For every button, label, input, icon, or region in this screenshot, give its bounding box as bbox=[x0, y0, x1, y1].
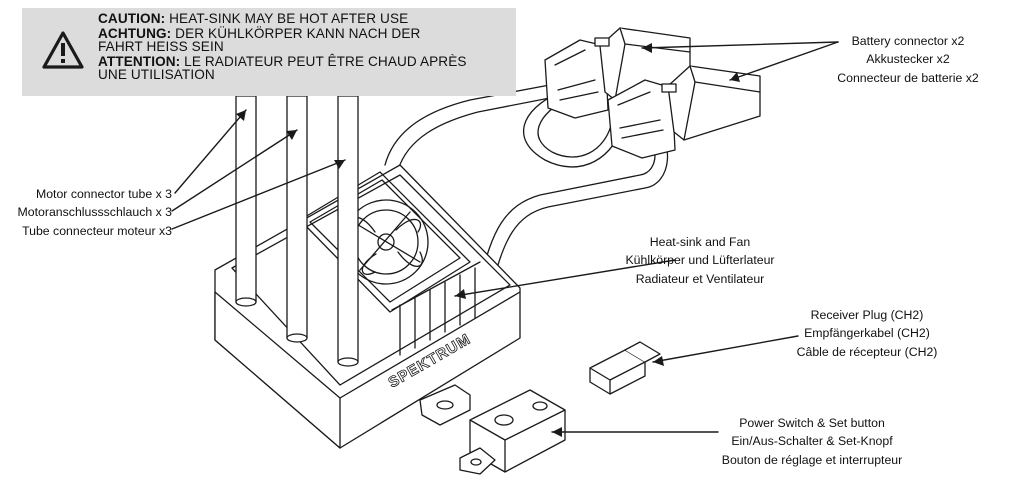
caution-fr-text: LE RADIATEUR PEUT ÊTRE CHAUD APRÈS bbox=[180, 54, 467, 70]
caution-en-text: HEAT-SINK MAY BE HOT AFTER USE bbox=[165, 11, 409, 26]
caution-de-label: ACHTUNG: bbox=[98, 26, 172, 42]
label-receiver-de: Empfängerkabel (CH2) bbox=[804, 326, 930, 341]
label-switch-en: Power Switch & Set button bbox=[739, 416, 885, 430]
label-heat-sink: Heat-sink and Fan Kühlkörper und Lüfterl… bbox=[600, 233, 800, 288]
label-motor-tube: Motor connector tube x 3 Motoranschlusss… bbox=[0, 185, 172, 240]
caution-fr-label: ATTENTION: bbox=[98, 54, 181, 70]
label-receiver-plug: Receiver Plug (CH2) Empfängerkabel (CH2)… bbox=[780, 306, 954, 361]
battery-connector-bottom bbox=[607, 65, 761, 159]
caution-text: CAUTION: HEAT-SINK MAY BE HOT AFTER USE … bbox=[98, 11, 510, 82]
label-motor-de: Motoranschlussschlauch x 3 bbox=[17, 205, 172, 220]
caution-de-text-2: FAHRT HEISS SEIN bbox=[98, 38, 224, 54]
caution-de-text: DER KÜHLKÖRPER KANN NACH DER bbox=[171, 26, 421, 42]
label-switch-fr: Bouton de réglage et interrupteur bbox=[721, 452, 903, 467]
label-battery-de: Akkustecker x2 bbox=[866, 52, 950, 67]
esc-body bbox=[214, 164, 521, 449]
label-receiver-fr: Câble de récepteur (CH2) bbox=[796, 344, 938, 359]
leader-lines bbox=[171, 41, 839, 433]
arrow-heads bbox=[236, 43, 740, 437]
caution-box: CAUTION: HEAT-SINK MAY BE HOT AFTER USE … bbox=[22, 8, 516, 96]
label-battery-connector: Battery connector x2 Akkustecker x2 Conn… bbox=[820, 32, 996, 87]
caution-en-label: CAUTION: bbox=[98, 11, 166, 26]
label-switch-de: Ein/Aus-Schalter & Set-Knopf bbox=[731, 434, 893, 449]
label-power-switch: Power Switch & Set button Ein/Aus-Schalt… bbox=[706, 414, 918, 469]
label-heatsink-fr: Radiateur et Ventilateur bbox=[635, 271, 765, 286]
label-motor-en: Motor connector tube x 3 bbox=[35, 187, 172, 201]
label-heatsink-en: Heat-sink and Fan bbox=[649, 235, 751, 249]
label-battery-en: Battery connector x2 bbox=[851, 34, 965, 48]
label-battery-fr: Connecteur de batterie x2 bbox=[837, 70, 979, 85]
label-receiver-en: Receiver Plug (CH2) bbox=[810, 308, 924, 322]
label-motor-fr: Tube connecteur moteur x3 bbox=[22, 223, 172, 238]
power-switch bbox=[459, 389, 566, 475]
warning-triangle-icon bbox=[42, 31, 84, 69]
caution-fr-text-2: UNE UTILISATION bbox=[98, 66, 215, 82]
label-heatsink-de: Kühlkörper und Lüfterlateur bbox=[625, 253, 775, 268]
receiver-plug bbox=[589, 341, 661, 395]
